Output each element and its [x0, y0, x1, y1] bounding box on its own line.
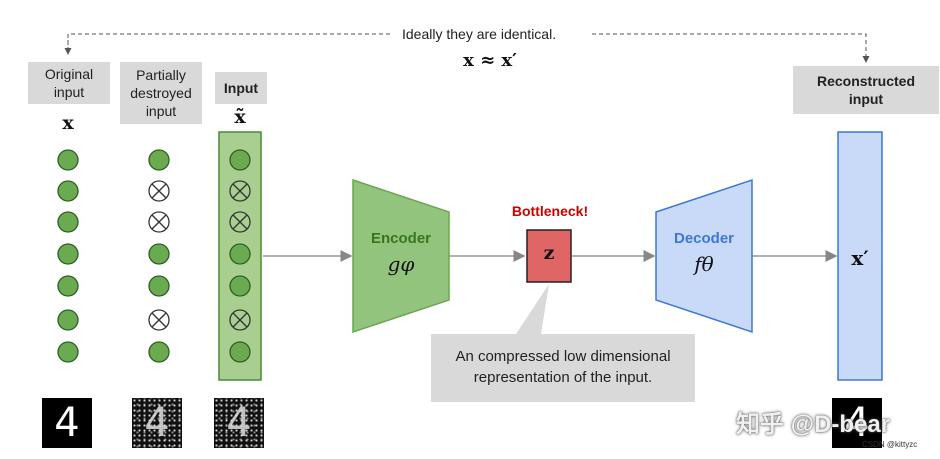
- input-node: [229, 149, 251, 171]
- reconstructed-symbol: x′: [851, 246, 869, 270]
- original-digit: 4: [54, 400, 80, 446]
- original-symbol: x: [62, 112, 74, 134]
- reconstructed-digit: 4: [844, 400, 870, 446]
- partial-cross-mark: [151, 183, 167, 199]
- input-symbol: x̃: [234, 106, 246, 128]
- partial-node: [148, 243, 170, 265]
- input-destroyed-node: [229, 309, 251, 331]
- partial-destroyed-node: [148, 211, 170, 233]
- partial-node: [148, 149, 170, 171]
- original-node: [57, 180, 79, 202]
- reconstructed-input-label: Reconstructed input: [793, 66, 939, 114]
- input-cross-mark: [232, 214, 248, 230]
- partial-destroyed-node: [148, 180, 170, 202]
- input-cross-mark: [232, 183, 248, 199]
- encoder-block: [352, 178, 450, 334]
- reconstructed-digit-image: 4: [832, 398, 882, 448]
- input-node: [229, 243, 251, 265]
- input-label: Input: [215, 72, 267, 104]
- input-node: [229, 341, 251, 363]
- input-destroyed-node: [229, 180, 251, 202]
- partial-digit-image: 4: [132, 398, 182, 448]
- input-node: [229, 275, 251, 297]
- partial-cross-mark: [151, 312, 167, 328]
- original-node: [57, 275, 79, 297]
- identity-caption: Ideally they are identical.: [396, 26, 563, 42]
- encoder-label: Encoder: [370, 230, 431, 247]
- original-input-nodes: [57, 149, 79, 363]
- input-digit: 4: [226, 400, 252, 446]
- watermark-text: 知乎 @D-bear: [736, 411, 891, 438]
- partial-digit: 4: [144, 400, 170, 446]
- original-node: [57, 149, 79, 171]
- decoder-block: [655, 178, 753, 334]
- original-node: [57, 341, 79, 363]
- bottleneck-label: Bottleneck!: [511, 203, 589, 219]
- bottleneck-symbol: z: [543, 242, 555, 264]
- partial-cross-mark: [151, 214, 167, 230]
- input-cross-mark: [232, 312, 248, 328]
- original-node: [57, 243, 79, 265]
- input-digit-image: 4: [214, 398, 264, 448]
- identity-dashed-line: [67, 33, 867, 52]
- partial-input-nodes: [148, 149, 170, 363]
- input-destroyed-node: [229, 211, 251, 233]
- callout-bubble: [431, 284, 695, 402]
- callout-text: An compressed low dimensional representa…: [455, 348, 671, 386]
- original-digit-image: 4: [42, 398, 92, 448]
- original-node: [57, 309, 79, 331]
- bottleneck-z-box: [526, 229, 572, 283]
- partial-node: [148, 275, 170, 297]
- partial-destroyed-node: [148, 309, 170, 331]
- partial-input-label: Partially destroyed input: [120, 62, 202, 124]
- identity-equation: x ≈ x′: [463, 50, 517, 71]
- original-input-label: Original input: [28, 62, 110, 104]
- original-node: [57, 211, 79, 233]
- input-nodes: [229, 149, 251, 363]
- encoder-function: gφ: [387, 252, 415, 276]
- partial-node: [148, 341, 170, 363]
- reconstructed-bar: [837, 131, 883, 381]
- decoder-label: Decoder: [673, 230, 735, 247]
- decoder-function: fθ: [694, 252, 714, 276]
- watermark-small-text: CSDN @kittyzc: [862, 440, 918, 449]
